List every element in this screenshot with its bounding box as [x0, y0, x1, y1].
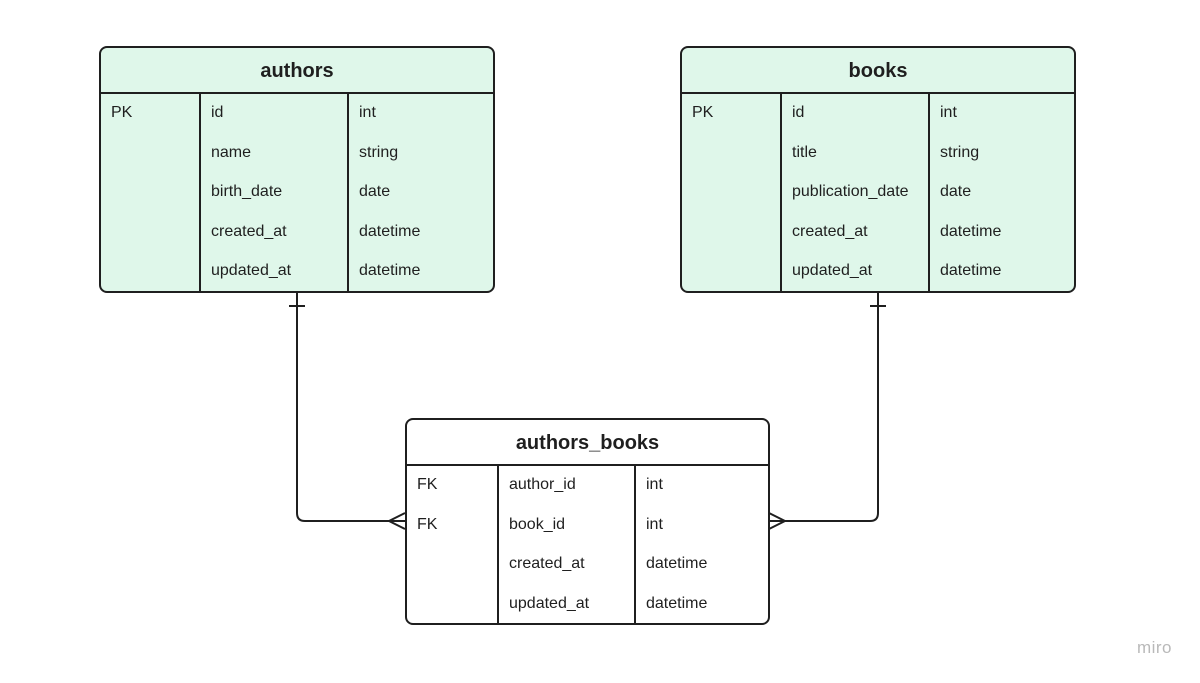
key-cell — [407, 545, 497, 585]
type-cell: date — [359, 183, 391, 200]
key-column: PK — [682, 94, 780, 291]
type-column: int string date datetime datetime — [928, 94, 1074, 291]
field-cell: title — [792, 143, 817, 161]
type-cell: datetime — [359, 222, 421, 240]
many-marker-authors-books-right — [768, 512, 786, 530]
key-cell — [101, 213, 199, 253]
relationship-authors-authors-books[interactable] — [296, 292, 405, 522]
type-cell: int — [646, 476, 663, 493]
type-cell: datetime — [359, 262, 421, 279]
entity-books[interactable]: books PK id title publication_date creat… — [680, 46, 1076, 293]
field-cell: updated_at — [509, 594, 590, 612]
entity-authors-books[interactable]: authors_books FK FK author_id book_id cr… — [405, 418, 770, 625]
type-cell: datetime — [940, 262, 1002, 279]
key-cell — [101, 134, 199, 174]
field-cell: updated_at — [211, 262, 292, 279]
type-cell: string — [940, 143, 980, 161]
key-cell: PK — [111, 104, 133, 121]
field-cell: author_id — [509, 476, 576, 493]
many-marker-authors-books-left — [388, 512, 406, 530]
field-cell: birth_date — [211, 183, 283, 200]
type-cell: datetime — [940, 222, 1002, 240]
field-cell: publication_date — [792, 183, 909, 200]
type-cell: int — [940, 104, 957, 121]
key-cell — [682, 213, 780, 253]
type-cell: date — [940, 183, 972, 200]
field-column: author_id book_id created_at updated_at — [497, 466, 634, 623]
entity-title: authors_books — [407, 420, 768, 466]
field-column: id title publication_date created_at upd… — [780, 94, 928, 291]
field-column: id name birth_date created_at updated_at — [199, 94, 347, 291]
entity-authors[interactable]: authors PK id name birth_date created_at… — [99, 46, 495, 293]
key-column: FK FK — [407, 466, 497, 623]
field-cell: created_at — [509, 555, 585, 572]
key-cell — [101, 252, 199, 291]
type-cell: int — [646, 515, 663, 533]
field-cell: name — [211, 143, 252, 161]
key-cell — [101, 173, 199, 213]
key-cell — [407, 585, 497, 624]
type-column: int int datetime datetime — [634, 466, 768, 623]
field-cell: updated_at — [792, 262, 873, 279]
entity-title: authors — [101, 48, 493, 94]
key-cell — [682, 173, 780, 213]
type-cell: int — [359, 104, 376, 121]
type-cell: datetime — [646, 555, 708, 572]
type-cell: datetime — [646, 594, 708, 612]
entity-title: books — [682, 48, 1074, 94]
field-cell: created_at — [792, 222, 868, 240]
miro-watermark: miro — [1136, 638, 1172, 657]
key-cell: FK — [417, 476, 438, 493]
relationship-books-authors-books[interactable] — [769, 292, 879, 522]
key-cell: PK — [692, 104, 714, 121]
type-column: int string date datetime datetime — [347, 94, 493, 291]
key-cell: FK — [417, 515, 438, 533]
type-cell: string — [359, 143, 399, 161]
field-cell: book_id — [509, 515, 566, 533]
key-column: PK — [101, 94, 199, 291]
key-cell — [682, 134, 780, 174]
field-cell: id — [211, 104, 224, 121]
field-cell: id — [792, 104, 805, 121]
key-cell — [682, 252, 780, 291]
field-cell: created_at — [211, 222, 287, 240]
